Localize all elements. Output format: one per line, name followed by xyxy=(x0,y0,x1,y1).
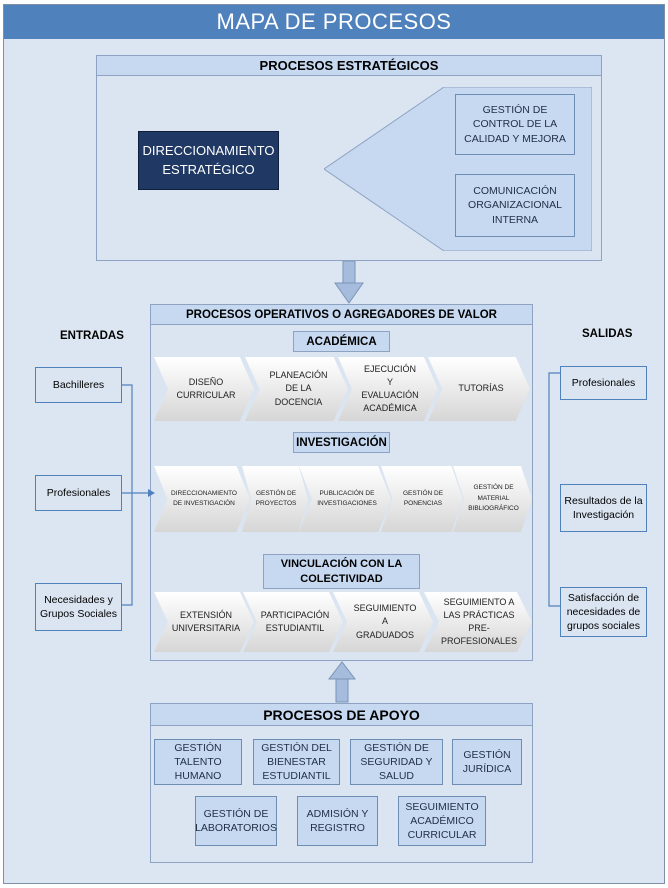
direccionamiento-estrategico-box: DIRECCIONAMIENTO ESTRATÉGICO xyxy=(138,131,279,190)
chevron-label: PLANEACIÓN DE LA DOCENCIA xyxy=(269,370,328,407)
vinculacion-label: VINCULACIÓN CON LA COLECTIVIDAD xyxy=(263,554,420,589)
chevron-gestion-ponencias: GESTIÓN DE PONENCIAS xyxy=(381,466,463,532)
up-arrow-icon xyxy=(328,661,356,703)
chevron-label: PARTICIPACIÓN ESTUDIANTIL xyxy=(260,609,330,633)
entrada-label: Necesidades y Grupos Sociales xyxy=(39,593,118,620)
entrada-label: Bachilleres xyxy=(52,378,105,391)
chevron-label: GESTIÓN DE MATERIAL BIBLIOGRÁFICO xyxy=(468,484,519,513)
salida-satisfaccion: Satisfacción de necesidades de grupos so… xyxy=(560,587,647,637)
chevron-label: PUBLICACIÓN DE INVESTIGACIONES xyxy=(317,489,377,507)
chevron-publicacion-investigaciones: PUBLICACIÓN DE INVESTIGACIONES xyxy=(299,466,391,532)
chevron-tutorias: TUTORÍAS xyxy=(428,357,530,421)
entrada-necesidades: Necesidades y Grupos Sociales xyxy=(35,583,122,631)
page-title: MAPA DE PROCESOS xyxy=(4,5,664,39)
support-item-label: GESTIÓN DEL BIENESTAR ESTUDIANTIL xyxy=(261,741,332,783)
chevron-gestion-proyectos: GESTIÓN DE PROYECTOS xyxy=(242,466,308,532)
chevron-label: GESTIÓN DE PONENCIAS xyxy=(402,489,444,507)
chevron-participacion-estudiantil: PARTICIPACIÓN ESTUDIANTIL xyxy=(243,592,343,652)
support-item-label: GESTIÓN DE SEGURIDAD Y SALUD xyxy=(360,741,433,783)
chevron-label: EJECUCIÓN Y EVALUACIÓN ACADÉMICA xyxy=(361,363,419,414)
entradas-connector-lines xyxy=(122,384,155,606)
salidas-bracket-line xyxy=(548,372,560,607)
chevron-extension-universitaria: EXTENSIÓN UNIVERSITARIA xyxy=(154,592,254,652)
salida-label: Resultados de la Investigación xyxy=(564,494,643,521)
salida-label: Profesionales xyxy=(571,376,636,389)
strategic-item-calidad: GESTIÓN DE CONTROL DE LA CALIDAD Y MEJOR… xyxy=(455,94,575,155)
strategic-item-comunicacion: COMUNICACIÓN ORGANIZACIONAL INTERNA xyxy=(455,174,575,237)
entradas-label: ENTRADAS xyxy=(60,330,124,342)
chevron-ejecucion-evaluacion: EJECUCIÓN Y EVALUACIÓN ACADÉMICA xyxy=(338,357,438,421)
entrada-bachilleres: Bachilleres xyxy=(35,367,122,403)
chevron-label: DIRECCIONAMIENTO DE INVESTIGACIÓN xyxy=(171,489,237,507)
chevron-planeacion-docencia: PLANEACIÓN DE LA DOCENCIA xyxy=(245,357,348,421)
support-item-label: GESTIÓN DE LABORATORIOS xyxy=(195,807,277,834)
strategic-item-label: COMUNICACIÓN ORGANIZACIONAL INTERNA xyxy=(468,185,562,226)
chevron-label: TUTORÍAS xyxy=(458,383,504,394)
salida-label: Satisfacción de necesidades de grupos so… xyxy=(566,591,641,633)
support-item-laboratorios: GESTIÓN DE LABORATORIOS xyxy=(195,796,277,846)
investigacion-label: INVESTIGACIÓN xyxy=(293,432,390,453)
salidas-label: SALIDAS xyxy=(582,328,633,340)
support-item-seguimiento-academico: SEGUIMIENTO ACADÉMICO CURRICULAR xyxy=(398,796,486,846)
entrada-label: Profesionales xyxy=(46,486,111,499)
chevron-direccionamiento-investigacion: DIRECCIONAMIENTO DE INVESTIGACIÓN xyxy=(154,466,250,532)
down-arrow-icon xyxy=(334,261,364,304)
chevron-diseno-curricular: DISEÑO CURRICULAR xyxy=(154,357,254,421)
direccionamiento-label: DIRECCIONAMIENTO ESTRATÉGICO xyxy=(142,142,275,177)
academica-label: ACADÉMICA xyxy=(293,331,390,352)
chevron-label: SEGUIMIENTO A GRADUADOS xyxy=(353,603,417,640)
support-item-label: ADMISIÓN Y REGISTRO xyxy=(306,807,369,834)
strategic-header: PROCESOS ESTRATÉGICOS xyxy=(96,55,602,76)
support-item-label: GESTIÓN JURÍDICA xyxy=(462,748,512,775)
chevron-label: GESTIÓN DE PROYECTOS xyxy=(255,489,297,507)
chevron-seguimiento-practicas: SEGUIMIENTO A LAS PRÁCTICAS PRE-PROFESIO… xyxy=(424,592,532,652)
salida-profesionales: Profesionales xyxy=(560,366,647,400)
chevron-material-bibliografico: GESTIÓN DE MATERIAL BIBLIOGRÁFICO xyxy=(453,466,532,532)
chevron-label: DISEÑO CURRICULAR xyxy=(176,376,236,400)
support-header: PROCESOS DE APOYO xyxy=(150,703,533,726)
support-item-talento-humano: GESTIÓN TALENTO HUMANO xyxy=(154,739,242,785)
support-item-admision: ADMISIÓN Y REGISTRO xyxy=(297,796,378,846)
entrada-profesionales: Profesionales xyxy=(35,475,122,511)
chevron-label: SEGUIMIENTO A LAS PRÁCTICAS PRE-PROFESIO… xyxy=(441,596,518,647)
operative-header: PROCESOS OPERATIVOS O AGREGADORES DE VAL… xyxy=(150,304,533,325)
support-item-bienestar: GESTIÓN DEL BIENESTAR ESTUDIANTIL xyxy=(253,739,340,785)
support-item-juridica: GESTIÓN JURÍDICA xyxy=(452,739,522,785)
support-item-label: GESTIÓN TALENTO HUMANO xyxy=(174,741,222,783)
support-item-label: SEGUIMIENTO ACADÉMICO CURRICULAR xyxy=(405,800,479,842)
support-item-seguridad-salud: GESTIÓN DE SEGURIDAD Y SALUD xyxy=(350,739,443,785)
salida-resultados: Resultados de la Investigación xyxy=(560,484,647,532)
vinculacion-label-text: VINCULACIÓN CON LA COLECTIVIDAD xyxy=(280,557,403,585)
chevron-seguimiento-graduados: SEGUIMIENTO A GRADUADOS xyxy=(333,592,433,652)
chevron-label: EXTENSIÓN UNIVERSITARIA xyxy=(171,609,241,633)
strategic-item-label: GESTIÓN DE CONTROL DE LA CALIDAD Y MEJOR… xyxy=(464,104,566,145)
